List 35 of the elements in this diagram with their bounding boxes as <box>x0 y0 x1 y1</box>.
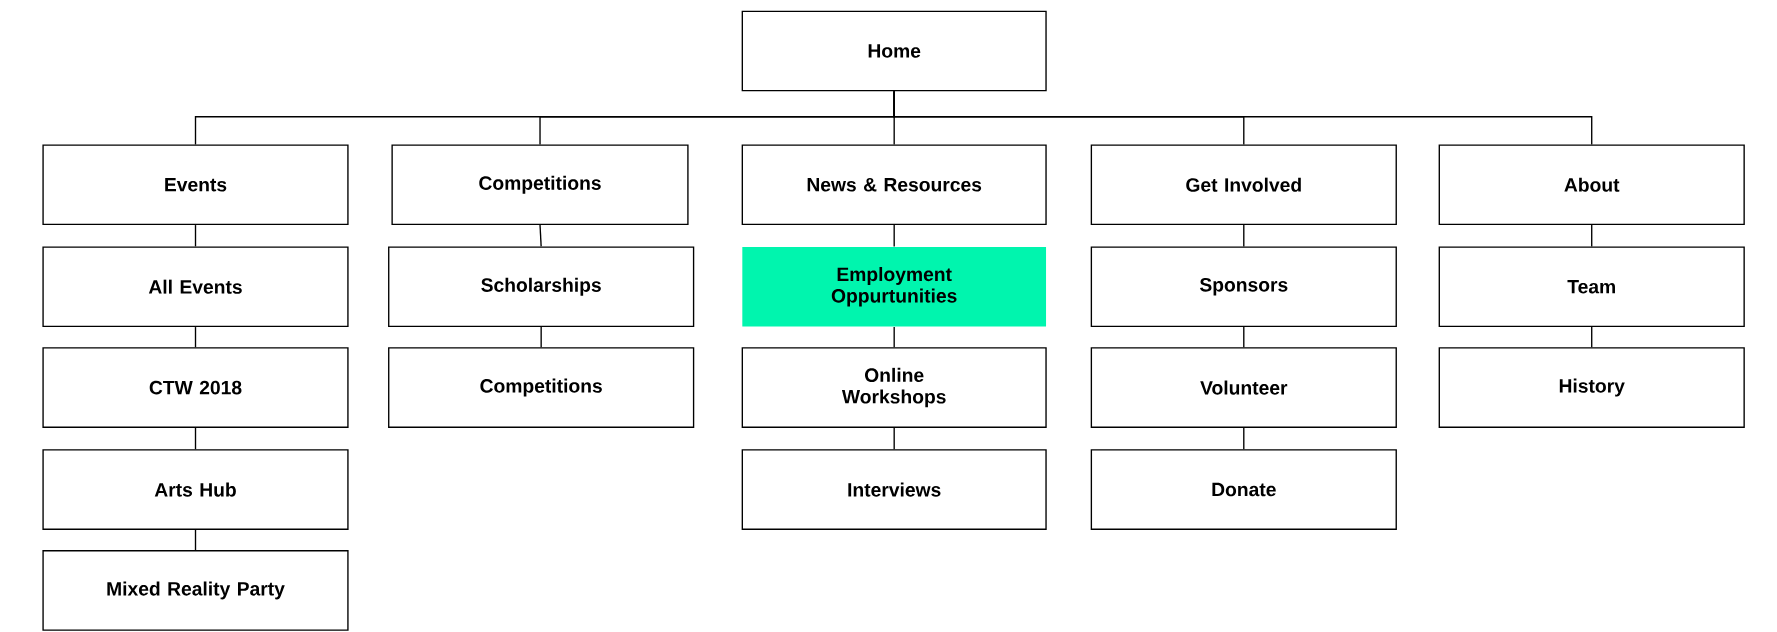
page-box: Sponsors <box>1090 246 1397 327</box>
page-box: Home <box>741 10 1047 92</box>
connector-line <box>194 224 197 247</box>
connector-line <box>893 427 895 450</box>
page-box: News & Resources <box>741 144 1047 225</box>
page-box: Employment Oppurtunities <box>742 246 1047 327</box>
connector-line <box>194 326 197 348</box>
connector-line <box>539 224 542 247</box>
page-box: Mixed Reality Party <box>42 549 349 631</box>
page-box: History <box>1438 347 1745 428</box>
page-box: Donate <box>1090 449 1397 530</box>
page-box: Competitions <box>388 347 695 428</box>
connector-line <box>893 326 895 348</box>
page-box: Volunteer <box>1090 347 1397 428</box>
page-box: Team <box>1438 246 1745 327</box>
connector-line <box>1591 224 1593 247</box>
connector-line <box>194 529 197 551</box>
page-box: CTW 2018 <box>42 347 349 428</box>
page-box: Get Involved <box>1090 144 1397 225</box>
connector-line <box>194 427 197 450</box>
connector-line <box>1243 427 1245 450</box>
connector-line <box>1243 224 1245 247</box>
page-box: All Events <box>42 246 349 327</box>
page-box: Online Workshops <box>741 347 1047 428</box>
page-box: About <box>1438 144 1745 225</box>
connector-line <box>1591 326 1593 348</box>
page-box: Interviews <box>741 449 1047 530</box>
connector-line <box>893 90 1593 145</box>
page-box: Competitions <box>391 144 689 225</box>
connector-line <box>1243 326 1245 348</box>
connector-line <box>540 326 542 348</box>
page-box: Scholarships <box>388 246 695 327</box>
connector-line <box>893 224 895 247</box>
page-box: Events <box>42 144 349 225</box>
page-box: Arts Hub <box>42 449 349 530</box>
